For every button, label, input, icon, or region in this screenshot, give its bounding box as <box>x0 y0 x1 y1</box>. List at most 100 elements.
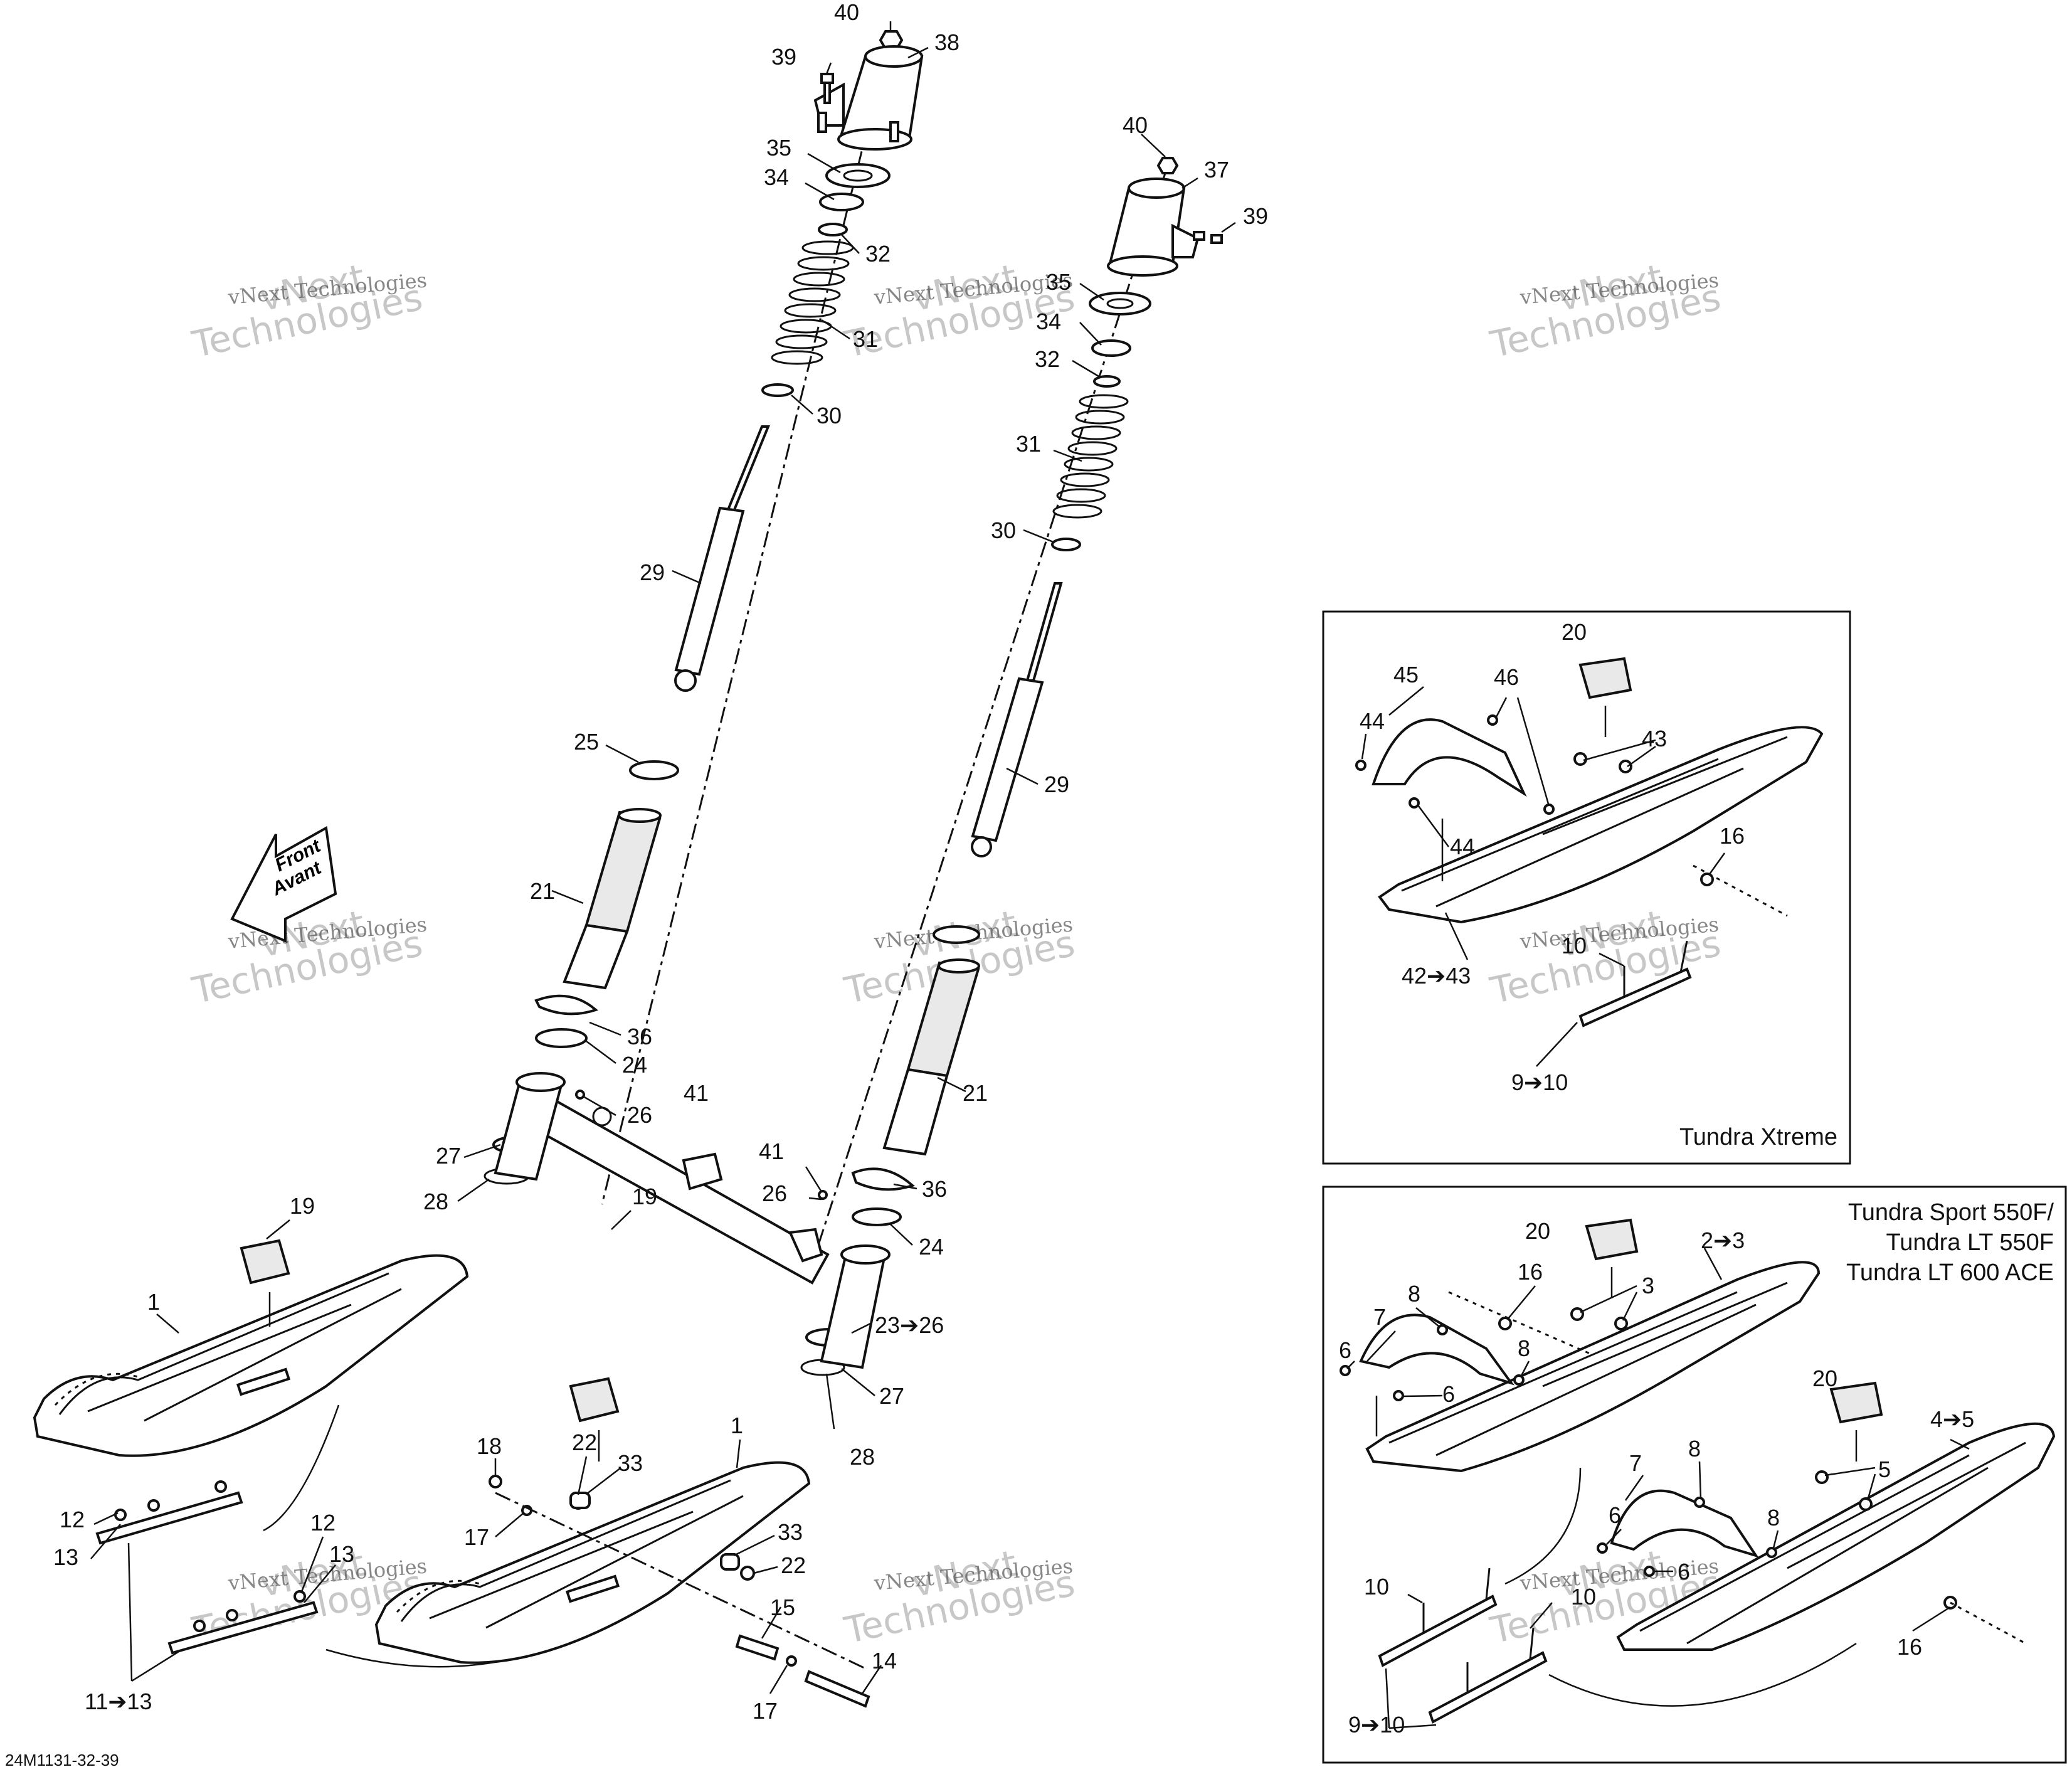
callout-label: 33 <box>778 1519 803 1545</box>
bolt-46 <box>1487 714 1498 726</box>
callout-label: 8 <box>1408 1281 1420 1307</box>
callout-label: 18 <box>477 1433 502 1459</box>
callout-label: 23➔26 <box>875 1312 944 1338</box>
callout-label: 1 <box>147 1289 160 1315</box>
bolt-6 <box>1393 1390 1404 1401</box>
callout-label: 31 <box>1016 431 1041 457</box>
callout-label: 6 <box>1442 1381 1455 1407</box>
right-strut-assembly <box>800 157 1223 1376</box>
ski-mount-19-right <box>569 1377 620 1462</box>
callout-label: 42➔43 <box>1402 963 1471 989</box>
callout-label: 4➔5 <box>1930 1406 1974 1432</box>
callout-label: 28 <box>850 1444 875 1470</box>
runner-carbide-11 <box>95 1404 603 1668</box>
bushing-22 <box>740 1566 755 1581</box>
ring-25 <box>629 760 679 780</box>
bushing-32 <box>818 223 848 236</box>
callout-label: 28 <box>423 1189 448 1214</box>
callout-label: 10 <box>1571 1584 1596 1610</box>
boot-21 <box>882 958 980 1156</box>
callout-label: 39 <box>771 44 796 70</box>
callout-label: 13 <box>53 1544 78 1570</box>
ring-30 <box>761 383 794 397</box>
callout-label: 41 <box>759 1138 784 1164</box>
ski-bolt-hardware <box>489 1475 870 1708</box>
callout-label: 7 <box>1373 1304 1386 1330</box>
callout-label: 16 <box>1518 1259 1543 1285</box>
ring-30 <box>1051 538 1081 551</box>
callout-label: 3 <box>1642 1273 1654 1298</box>
callout-label: 39 <box>1243 203 1268 229</box>
mount-20 <box>1578 657 1632 699</box>
callout-label: 24 <box>919 1234 944 1260</box>
washer-34 <box>819 193 864 211</box>
bolt-8 <box>1513 1374 1525 1386</box>
callout-label: 35 <box>1046 269 1071 295</box>
washer-17 <box>786 1655 797 1667</box>
ski-42-xtreme <box>1378 726 1824 924</box>
nut-43 <box>1619 760 1632 773</box>
callout-label: 5 <box>1878 1456 1891 1482</box>
callout-label: 43 <box>1642 726 1667 751</box>
callout-label: 35 <box>766 135 791 161</box>
ski-4-sport <box>1616 1422 2056 1651</box>
bolt-8 <box>1437 1324 1448 1335</box>
callout-label: 13 <box>329 1541 354 1567</box>
callout-label: 36 <box>922 1176 947 1202</box>
inset-title-line3: Tundra LT 600 ACE <box>1846 1260 2054 1286</box>
callout-label: 7 <box>1629 1450 1642 1476</box>
callout-label: 19 <box>632 1184 657 1209</box>
callout-label: 8 <box>1688 1436 1701 1462</box>
callout-label: 10 <box>1364 1574 1389 1600</box>
axle-15 <box>735 1634 780 1661</box>
callout-label: 2➔3 <box>1701 1228 1745 1253</box>
spacer-33 <box>720 1553 740 1571</box>
callout-label: 32 <box>1035 346 1060 372</box>
callout-label: 24 <box>622 1052 647 1078</box>
bolt-6 <box>1644 1566 1655 1577</box>
grease-fitting-26 <box>818 1190 828 1200</box>
callout-label: 44 <box>1360 708 1385 734</box>
callout-label: 26 <box>627 1102 652 1128</box>
boot-21 <box>563 808 662 990</box>
shock-absorber-29 <box>971 582 1063 857</box>
nut-5 <box>1815 1470 1829 1484</box>
callout-label: 19 <box>290 1193 315 1219</box>
nut-3 <box>1614 1317 1628 1330</box>
callout-label: 20 <box>1525 1218 1550 1244</box>
callout-label: 33 <box>618 1450 643 1476</box>
callout-label: 22 <box>572 1430 597 1455</box>
nut-5 <box>1859 1497 1873 1511</box>
shock-absorber-29 <box>674 425 770 692</box>
leader-lines <box>90 21 1236 1694</box>
callout-label: 22 <box>781 1552 806 1578</box>
bushing-32 <box>1093 375 1121 388</box>
callout-label: 21 <box>963 1080 988 1106</box>
callout-label: 25 <box>574 729 599 755</box>
inset-tundra-sport-lt: Tundra Sport 550F/ Tundra LT 550F Tundra… <box>1322 1186 2067 1764</box>
callout-label: 10 <box>1562 933 1587 958</box>
callout-label: 41 <box>684 1080 709 1106</box>
callout-label: 30 <box>991 517 1016 543</box>
left-strut-assembly <box>484 30 924 1205</box>
mount-20 <box>1585 1218 1639 1261</box>
inset-title-line1: Tundra Sport 550F/ <box>1848 1199 2054 1226</box>
top-cap-37 <box>1107 178 1200 277</box>
callout-label: 16 <box>1897 1634 1922 1660</box>
nut-40 <box>1156 157 1179 174</box>
callout-label: 8 <box>1518 1335 1530 1361</box>
callout-label: 12 <box>60 1507 85 1532</box>
callout-label: 11➔13 <box>85 1689 152 1714</box>
callout-label: 37 <box>1204 157 1229 183</box>
bolt-8 <box>1766 1547 1777 1558</box>
washer-16 <box>1498 1317 1512 1330</box>
ski-1-left <box>33 1254 469 1457</box>
grease-fitting-26 <box>575 1090 585 1100</box>
callout-label: 20 <box>1562 619 1587 645</box>
callout-label: 40 <box>1123 112 1148 138</box>
callout-label: 29 <box>1044 772 1069 797</box>
callout-label: 32 <box>865 241 891 267</box>
bolt-14 <box>804 1670 870 1708</box>
ring-24 <box>852 1207 902 1226</box>
